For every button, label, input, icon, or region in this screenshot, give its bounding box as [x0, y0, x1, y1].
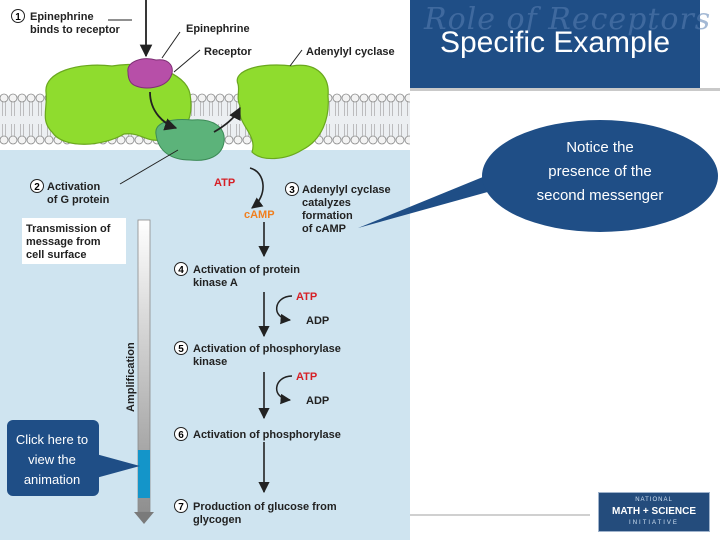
lipid-head: [377, 135, 387, 145]
step-1-label: 1 Epinephrine binds to receptor: [11, 9, 121, 36]
step-3-label: 3 Adenylyl cyclase catalyzes formation o…: [285, 182, 391, 235]
epinephrine-label: Epinephrine: [186, 23, 250, 35]
title-bar: Role of Receptors Specific Example: [410, 0, 710, 88]
svg-text:kinase A: kinase A: [193, 277, 238, 289]
svg-text:binds to receptor: binds to receptor: [30, 24, 121, 36]
svg-text:cell surface: cell surface: [26, 249, 87, 261]
svg-text:Epinephrine: Epinephrine: [30, 11, 94, 23]
lipid-head: [17, 135, 27, 145]
svg-text:glycogen: glycogen: [193, 514, 242, 526]
lipid-head: [332, 93, 342, 103]
svg-text:6: 6: [178, 430, 184, 441]
svg-text:Activation of phosphorylase: Activation of phosphorylase: [193, 343, 341, 355]
lipid-head: [206, 93, 216, 103]
lipid-head: [197, 93, 207, 103]
svg-text:5: 5: [178, 344, 184, 355]
lipid-head: [350, 135, 360, 145]
amplification-arrowhead: [134, 512, 154, 524]
slide-title: Specific Example: [439, 26, 671, 59]
lipid-head: [404, 93, 410, 103]
lipid-head: [377, 93, 387, 103]
lipid-head: [224, 135, 234, 145]
svg-text:formation: formation: [302, 210, 353, 222]
callout-bubble: [358, 120, 718, 232]
title-divider: [410, 88, 720, 91]
step-6-label: 6 Activation of phosphorylase: [174, 427, 341, 441]
lipid-head: [0, 135, 9, 145]
svg-text:Activation: Activation: [47, 181, 100, 193]
diagram-svg: 1 Epinephrine binds to receptor Epinephr…: [0, 0, 410, 540]
title-ghost-text: Role of Receptors: [424, 2, 712, 37]
lipid-head: [8, 93, 18, 103]
lipid-head: [386, 93, 396, 103]
lipid-head: [26, 93, 36, 103]
signal-transduction-diagram: 1 Epinephrine binds to receptor Epinephr…: [0, 0, 410, 540]
svg-text:2: 2: [34, 182, 40, 193]
click-button-pointer: [96, 454, 140, 478]
atp-label: ATP: [214, 177, 235, 189]
svg-text:Transmission of: Transmission of: [26, 223, 111, 235]
transmission-box: Transmission of message from cell surfac…: [22, 218, 126, 264]
svg-text:of cAMP: of cAMP: [302, 223, 346, 235]
svg-text:Activation of phosphorylase: Activation of phosphorylase: [193, 429, 341, 441]
amplification-highlight: [138, 450, 150, 498]
lipid-head: [359, 93, 369, 103]
lipid-head: [215, 93, 225, 103]
step-4-label: 4 Activation of protein kinase A: [174, 262, 300, 289]
adp-1-label: ADP: [306, 315, 329, 327]
adenylyl-cyclase-label: Adenylyl cyclase: [306, 46, 395, 58]
svg-text:of G protein: of G protein: [47, 194, 110, 206]
lipid-head: [341, 93, 351, 103]
lipid-head: [332, 135, 342, 145]
adp-2-label: ADP: [306, 395, 329, 407]
lipid-head: [8, 135, 18, 145]
lipid-head: [233, 135, 243, 145]
callout-text: Notice the presence of the second messen…: [536, 139, 664, 204]
svg-text:kinase: kinase: [193, 356, 227, 368]
svg-text:Adenylyl cyclase: Adenylyl cyclase: [302, 184, 391, 196]
click-animation-text[interactable]: Click here to view the animation: [15, 432, 89, 487]
epinephrine-molecule: [127, 58, 173, 89]
lipid-head: [395, 93, 405, 103]
lipid-head: [368, 135, 378, 145]
svg-text:catalyzes: catalyzes: [302, 197, 351, 209]
lipid-head: [17, 93, 27, 103]
atp-2-label: ATP: [296, 371, 317, 383]
receptor-label: Receptor: [204, 46, 252, 58]
lipid-head: [35, 135, 45, 145]
svg-text:message from: message from: [26, 236, 101, 248]
nms-logo: NATIONAL MATH + SCIENCE INITIATIVE: [598, 492, 710, 532]
lipid-head: [323, 135, 333, 145]
lipid-head: [395, 135, 405, 145]
lipid-head: [125, 135, 135, 145]
lipid-head: [359, 135, 369, 145]
lipid-head: [26, 135, 36, 145]
svg-text:4: 4: [178, 265, 184, 276]
lipid-head: [224, 93, 234, 103]
footer-divider: [410, 514, 590, 516]
lipid-head: [386, 135, 396, 145]
svg-text:Activation of protein: Activation of protein: [193, 264, 300, 276]
atp-1-label: ATP: [296, 291, 317, 303]
lipid-head: [242, 135, 252, 145]
lipid-head: [0, 93, 9, 103]
step-2-label: 2 Activation of G protein: [30, 179, 110, 206]
svg-text:1: 1: [15, 12, 21, 23]
lipid-head: [341, 135, 351, 145]
svg-text:3: 3: [289, 185, 295, 196]
lipid-head: [368, 93, 378, 103]
step-5-label: 5 Activation of phosphorylase kinase: [174, 341, 341, 368]
amplification-label: Amplification: [125, 342, 137, 412]
click-animation-button[interactable]: [7, 420, 99, 496]
adenylyl-cyclase-protein: [236, 64, 329, 160]
svg-text:7: 7: [178, 502, 184, 513]
lipid-head: [35, 93, 45, 103]
step-7-label: 7 Production of glucose from glycogen: [174, 499, 337, 526]
svg-text:Production of glucose from: Production of glucose from: [193, 501, 337, 513]
camp-label: cAMP: [244, 209, 275, 221]
lipid-head: [404, 135, 410, 145]
lipid-head: [44, 135, 54, 145]
lipid-head: [350, 93, 360, 103]
